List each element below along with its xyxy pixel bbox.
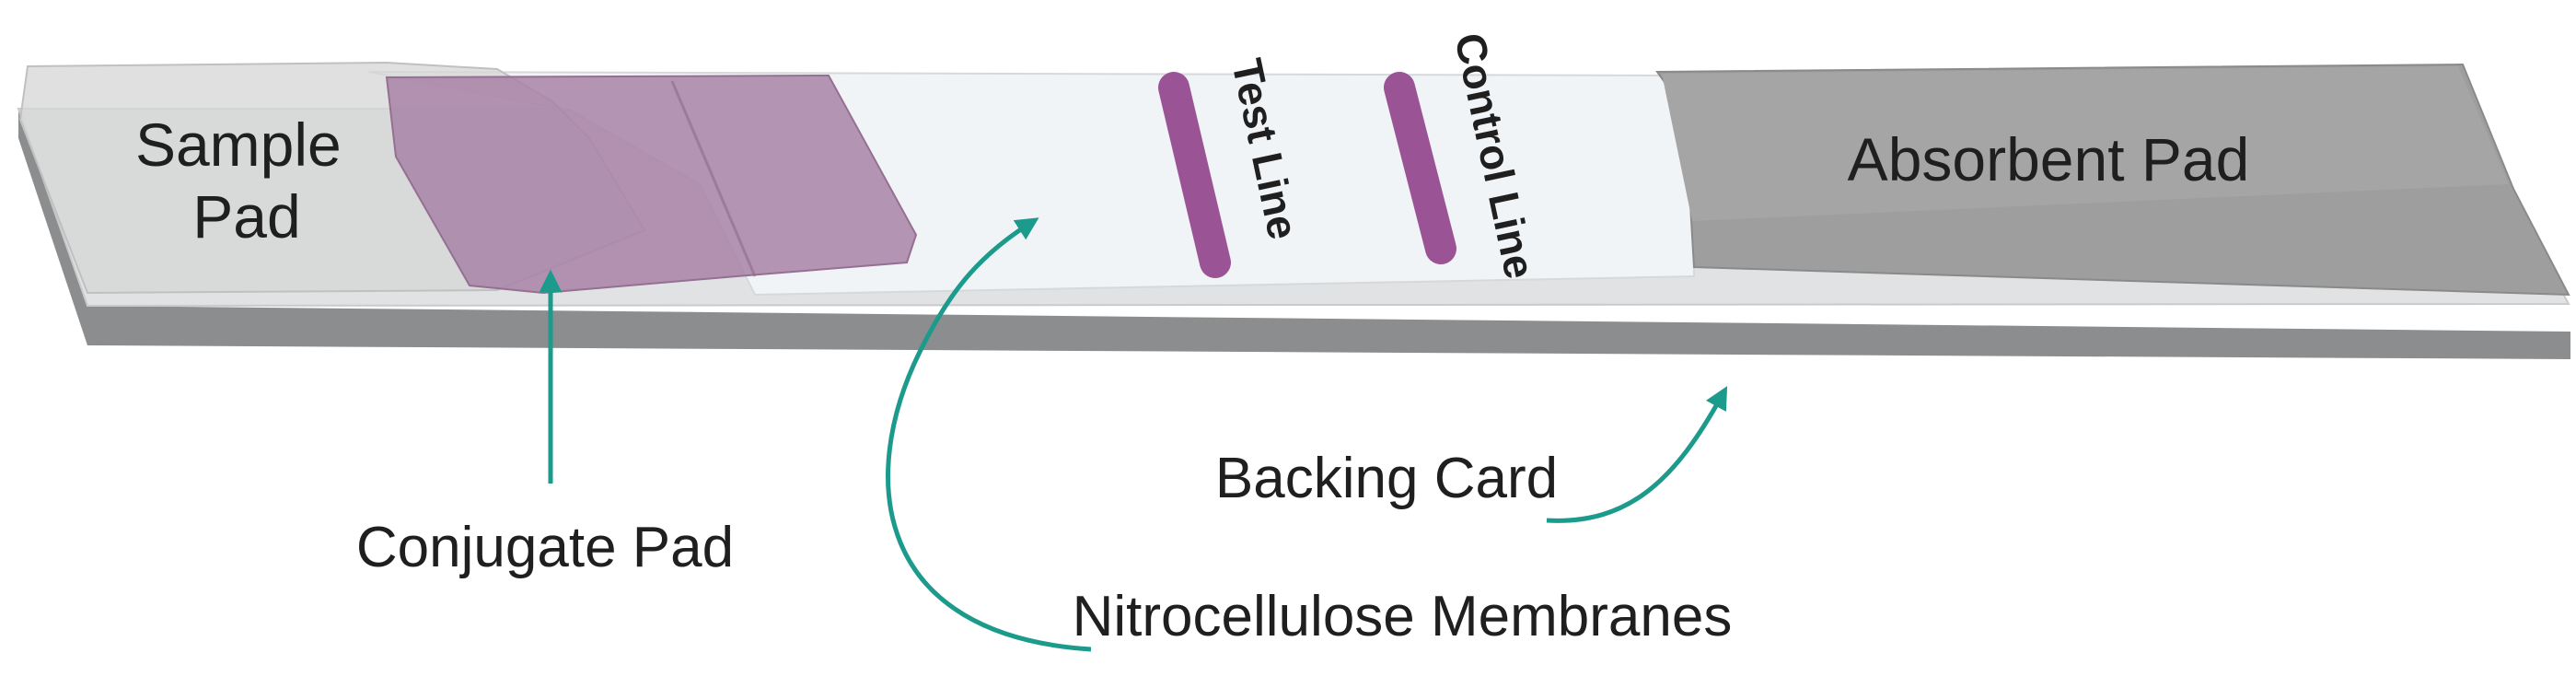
conjugate-pad	[385, 74, 918, 295]
sample-pad-label-line1: Sample	[135, 111, 342, 179]
absorbent-pad-label: Absorbent Pad	[1848, 125, 2250, 193]
absorbent-pad-top	[1662, 66, 2509, 221]
sample-pad-label: Sample Pad	[135, 111, 358, 251]
conjugate-pad-label: Conjugate Pad	[356, 516, 734, 579]
control-line	[1384, 72, 1456, 264]
test-line	[1158, 72, 1231, 278]
conjugate-pad-fold	[670, 80, 757, 277]
nitrocellulose-label: Nitrocellulose Membranes	[1073, 585, 1733, 648]
backing-card-label: Backing Card	[1215, 447, 1558, 510]
sample-pad-label-line2: Pad	[192, 182, 300, 251]
backing-card-side	[18, 111, 2570, 359]
backing-card-arrow	[1546, 386, 1728, 523]
nitrocellulose-arrow	[886, 217, 1092, 652]
